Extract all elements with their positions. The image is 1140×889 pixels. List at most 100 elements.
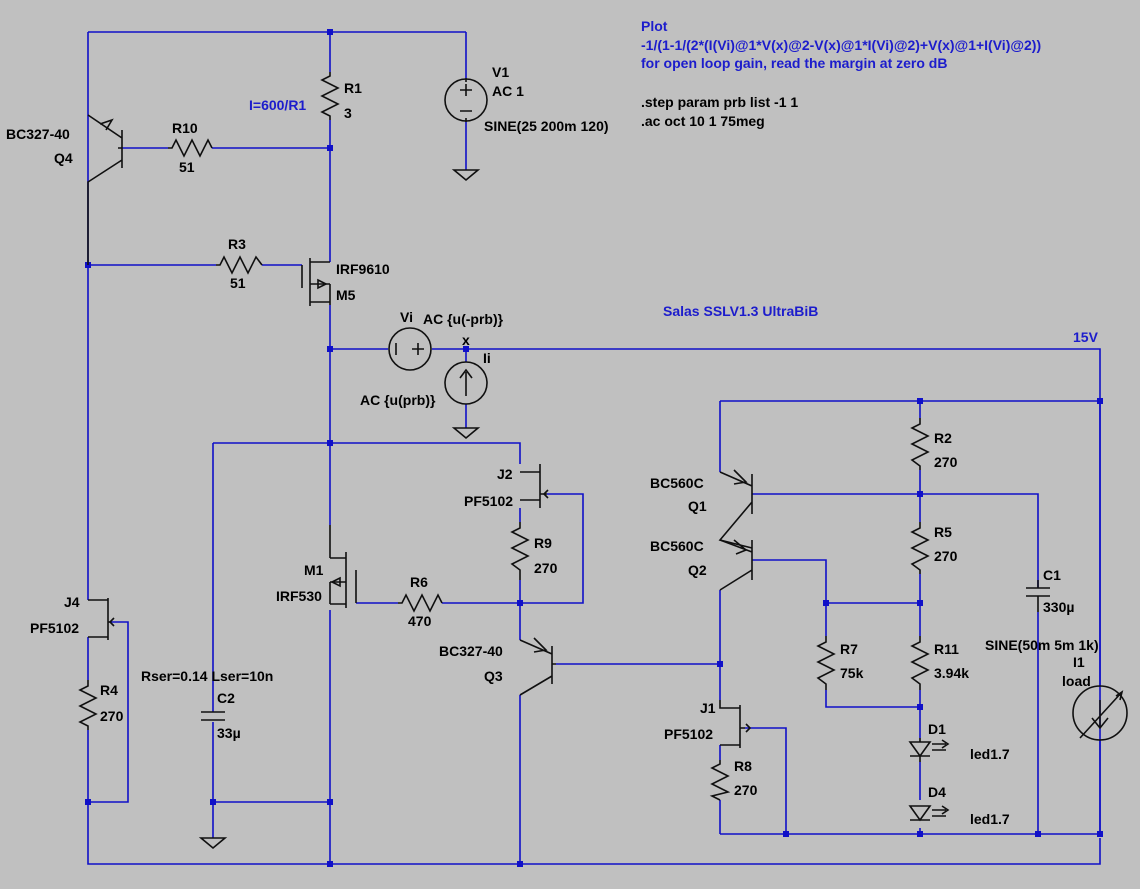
r7-name: R7 <box>840 641 858 657</box>
r3-name: R3 <box>228 236 246 252</box>
q4-model: BC327-40 <box>6 126 70 142</box>
ac-directive: .ac oct 10 1 75meg <box>641 113 765 129</box>
j4-model: PF5102 <box>30 620 79 636</box>
r11-name: R11 <box>934 641 959 657</box>
resistor-r10 <box>168 138 213 158</box>
d4-value: led1.7 <box>970 811 1010 827</box>
transistor-q2 <box>719 539 753 591</box>
i1-value: load <box>1062 673 1091 689</box>
d1-name: D1 <box>928 721 946 737</box>
plot-directive: Plot -1/(1-1/(2*(I(Vi)@1*V(x)@2-V(x)@1*I… <box>641 18 1041 71</box>
q1-name: Q1 <box>688 498 707 514</box>
m1-name: M1 <box>304 562 324 578</box>
capacitor-c1 <box>1026 580 1050 612</box>
mosfet-m5 <box>301 258 331 306</box>
capacitor-c2 <box>201 711 225 721</box>
net-label-15v: 15V <box>1073 329 1099 345</box>
resistor-r7 <box>816 636 836 690</box>
voltage-source-v1 <box>444 78 488 122</box>
d1-value: led1.7 <box>970 746 1010 762</box>
current-source-i1 <box>1072 685 1128 741</box>
r1-name: R1 <box>344 80 362 96</box>
resistor-r2 <box>910 418 930 470</box>
transistor-q1 <box>718 469 753 549</box>
resistor-r4 <box>78 680 98 730</box>
q3-name: Q3 <box>484 668 503 684</box>
q3-model: BC327-40 <box>439 643 503 659</box>
junction-dots <box>85 29 1103 867</box>
directive-line-3: for open loop gain, read the margin at z… <box>641 55 947 71</box>
r7-value: 75k <box>840 665 864 681</box>
jfet-j2 <box>520 464 549 508</box>
r5-name: R5 <box>934 524 952 540</box>
led-d1 <box>908 738 950 762</box>
wires <box>87 31 1101 865</box>
q2-model: BC560C <box>650 538 704 554</box>
d4-name: D4 <box>928 784 946 800</box>
m5-model: IRF9610 <box>336 261 390 277</box>
c2-value: 33µ <box>217 725 241 741</box>
step-directive: .step param prb list -1 1 <box>641 94 798 110</box>
r1-comment: I=600/R1 <box>249 97 306 113</box>
vi-value: AC {u(-prb)} <box>423 311 504 327</box>
circuit-title: Salas SSLV1.3 UltraBiB <box>663 303 818 319</box>
c1-value: 330µ <box>1043 599 1074 615</box>
v1-value: SINE(25 200m 120) <box>484 118 609 134</box>
transistor-q4 <box>87 114 123 265</box>
r3-value: 51 <box>230 275 246 291</box>
resistor-r5 <box>910 522 930 574</box>
j1-name: J1 <box>700 700 716 716</box>
r8-value: 270 <box>734 782 758 798</box>
resistor-r8 <box>709 760 731 801</box>
led-d4 <box>908 805 950 822</box>
spice-directives: .step param prb list -1 1 .ac oct 10 1 7… <box>641 94 798 129</box>
r2-value: 270 <box>934 454 958 470</box>
j2-name: J2 <box>497 466 513 482</box>
voltage-source-vi <box>388 327 432 371</box>
q2-name: Q2 <box>688 562 707 578</box>
r11-value: 3.94k <box>934 665 969 681</box>
m1-model: IRF530 <box>276 588 322 604</box>
r6-name: R6 <box>410 574 428 590</box>
net-label-x: x <box>462 332 470 348</box>
directive-line-2: -1/(1-1/(2*(I(Vi)@1*V(x)@2-V(x)@1*I(Vi)@… <box>641 37 1041 53</box>
ii-name: Ii <box>483 350 491 366</box>
r1-value: 3 <box>344 105 352 121</box>
directive-line-1: Plot <box>641 18 668 34</box>
r6-value: 470 <box>408 613 432 629</box>
q4-name: Q4 <box>54 150 73 166</box>
resistor-r6 <box>398 593 443 613</box>
m5-name: M5 <box>336 287 356 303</box>
r10-value: 51 <box>179 159 195 175</box>
j2-model: PF5102 <box>464 493 513 509</box>
r4-value: 270 <box>100 708 124 724</box>
resistor-r1 <box>320 72 340 120</box>
i1-func: SINE(50m 5m 1k) <box>985 637 1099 653</box>
resistor-r9 <box>510 522 530 580</box>
r9-value: 270 <box>534 560 558 576</box>
r5-value: 270 <box>934 548 958 564</box>
v1-name: V1 <box>492 64 509 80</box>
j4-name: J4 <box>64 594 80 610</box>
c2-name: C2 <box>217 690 235 706</box>
vi-name: Vi <box>400 309 413 325</box>
current-source-ii <box>444 361 488 405</box>
r2-name: R2 <box>934 430 952 446</box>
c1-name: C1 <box>1043 567 1061 583</box>
r9-name: R9 <box>534 535 552 551</box>
v1-ac: AC 1 <box>492 83 524 99</box>
series-params: Rser=0.14 Lser=10n <box>141 668 273 684</box>
j1-model: PF5102 <box>664 726 713 742</box>
r10-name: R10 <box>172 120 198 136</box>
ii-value: AC {u(prb)} <box>360 392 436 408</box>
q1-model: BC560C <box>650 475 704 491</box>
jfet-j4 <box>88 598 115 640</box>
r4-name: R4 <box>100 682 118 698</box>
jfet-j1 <box>719 700 752 748</box>
mosfet-m1 <box>329 525 357 608</box>
resistor-r3 <box>216 255 263 275</box>
r8-name: R8 <box>734 758 752 774</box>
resistor-r11 <box>910 636 930 690</box>
ground-symbols <box>198 169 481 850</box>
